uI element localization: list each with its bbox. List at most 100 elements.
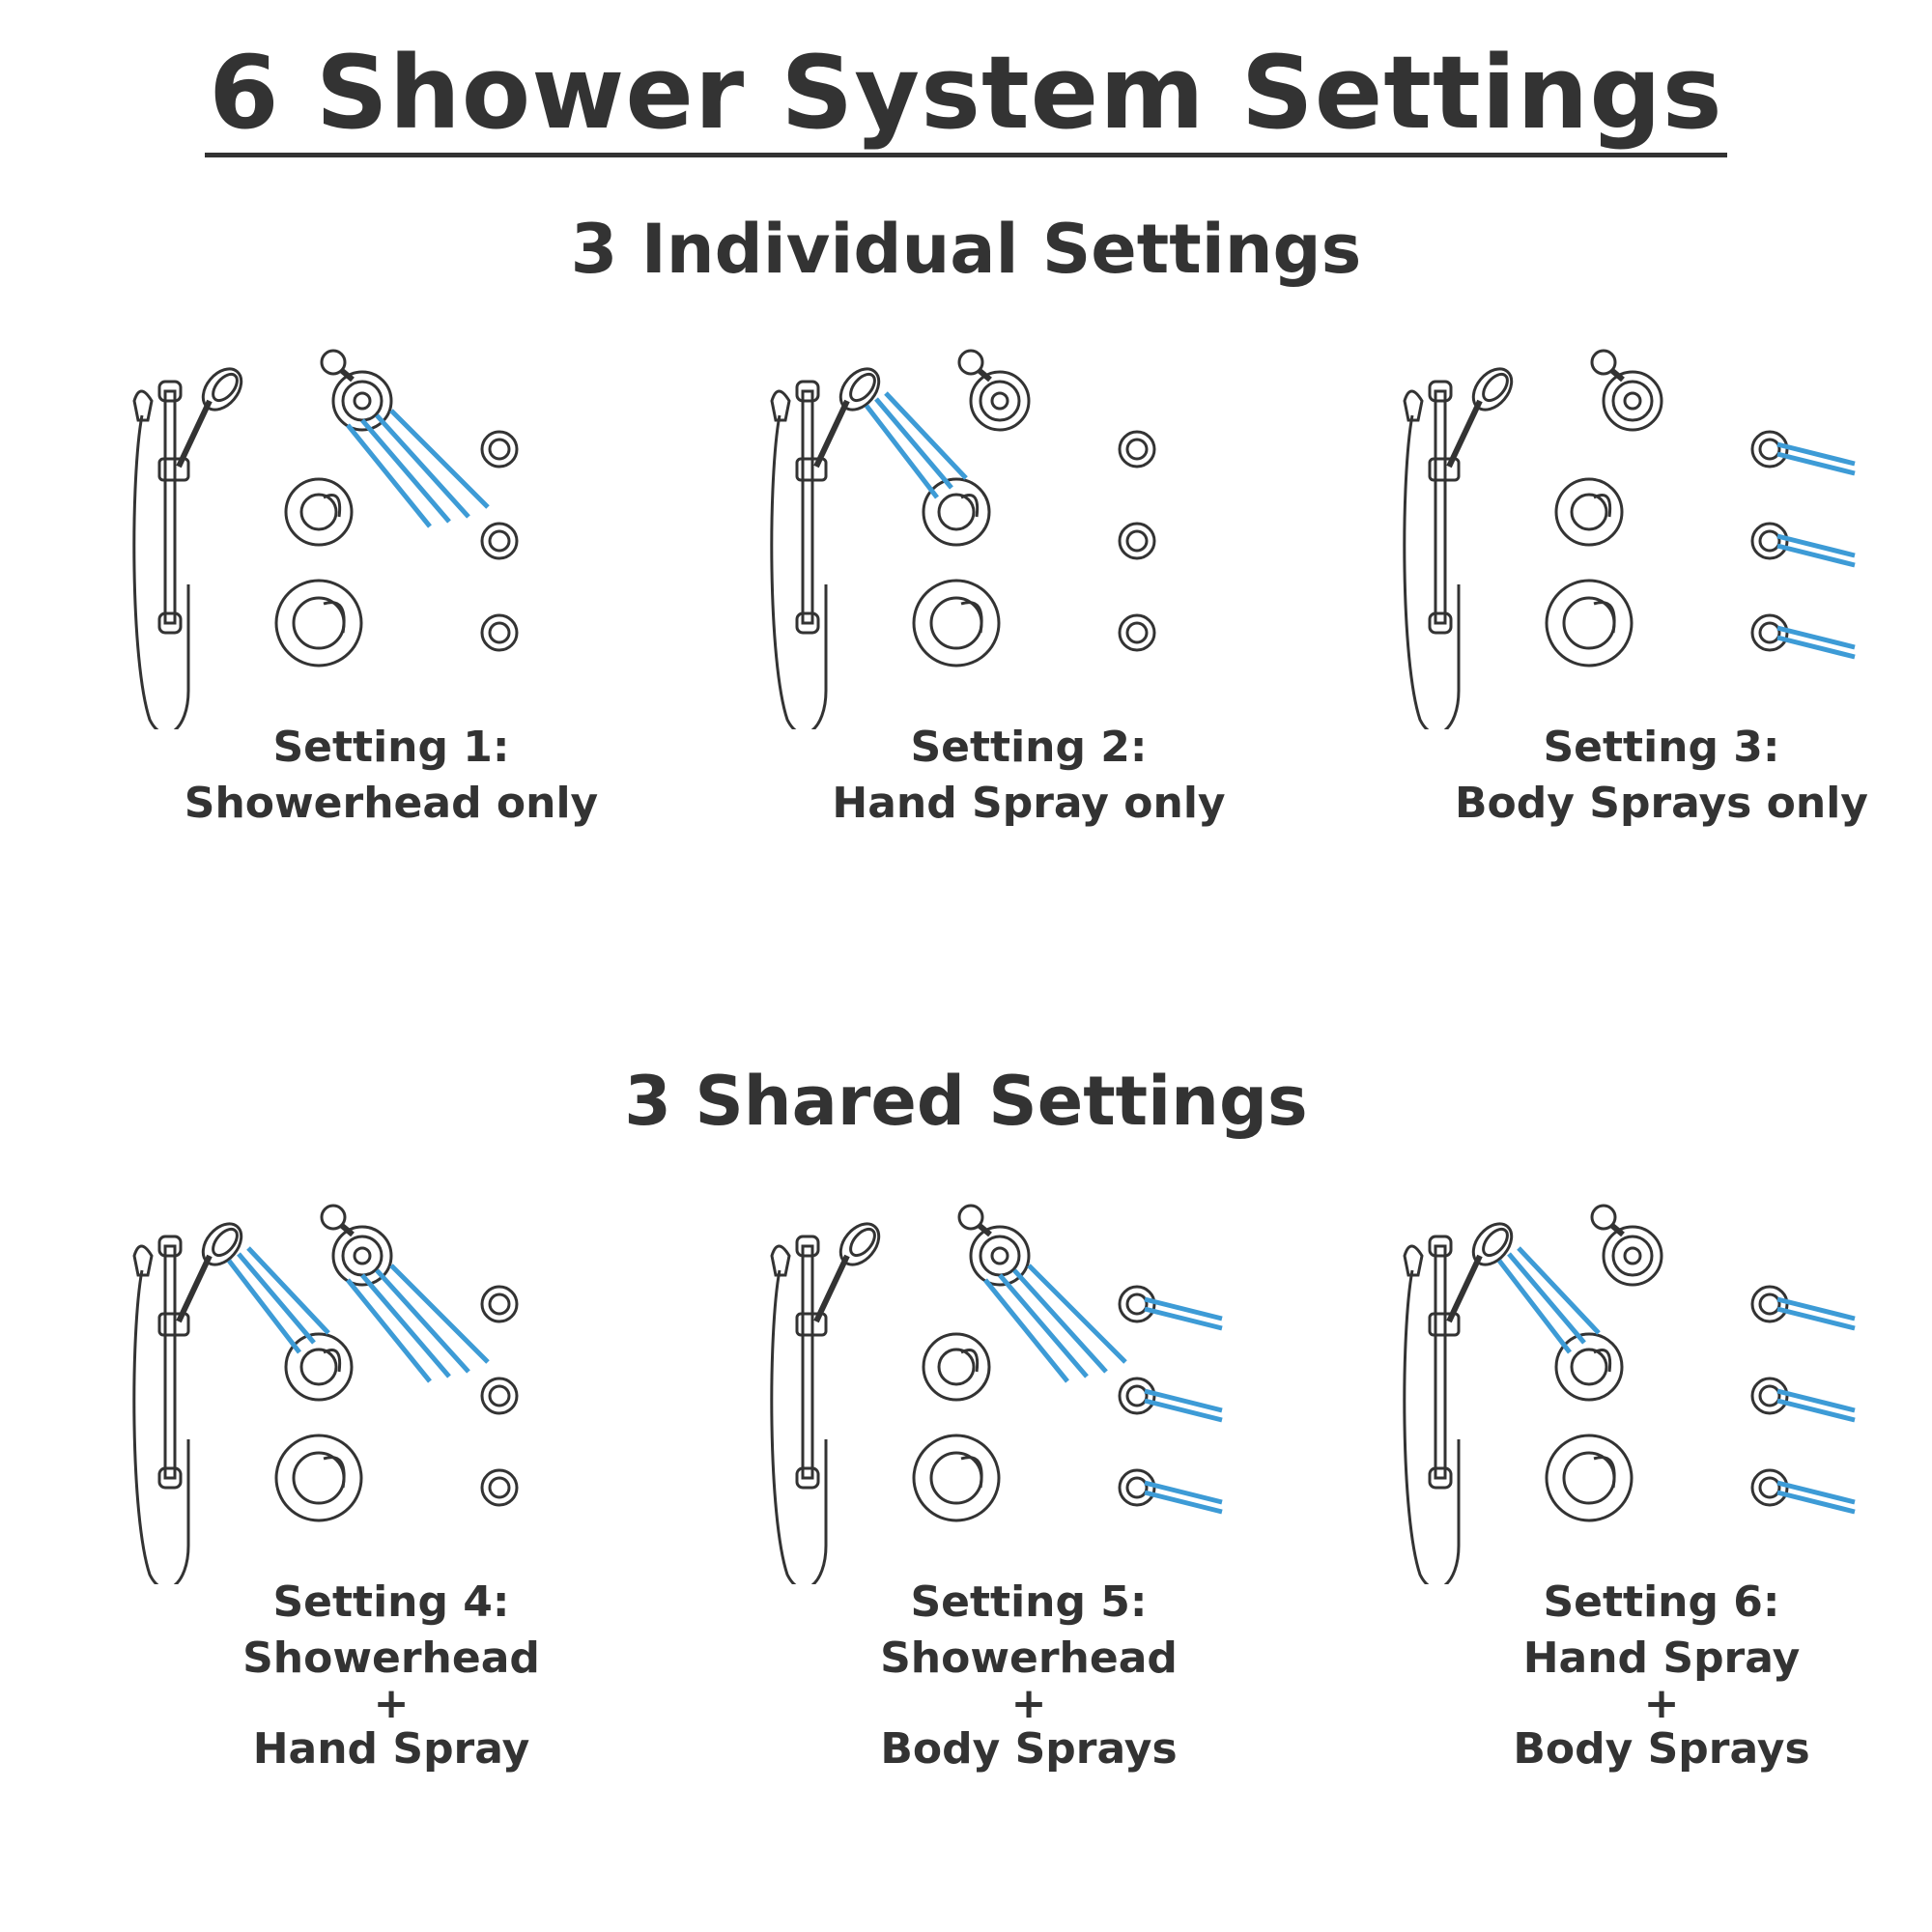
setting-label: Setting 6: [1543, 1577, 1780, 1627]
wall-elbow [770, 1244, 791, 1277]
shower-hose [1403, 1269, 1461, 1584]
setting-caption: Setting 6: Hand Spray + Body Sprays [1391, 1575, 1932, 1777]
setting-panel-3: Setting 3: Body Sprays only [1391, 343, 1932, 884]
shower-hose [770, 1269, 828, 1584]
body-spray-icon [1118, 613, 1156, 652]
showerhead-icon [957, 349, 1031, 432]
showerhead-water-jets [983, 1264, 1127, 1383]
body-spray-icon [1750, 1285, 1789, 1323]
wall-elbow [132, 389, 154, 422]
diverter-valve-icon [1554, 477, 1624, 547]
showerhead-water-jets [346, 1264, 490, 1383]
setting-caption: Setting 4: Showerhead + Hand Spray [121, 1575, 662, 1777]
setting-panel-5: Setting 5: Showerhead + Body Sprays [758, 1198, 1299, 1774]
setting-caption: Setting 3: Body Sprays only [1391, 720, 1932, 832]
setting-panel-1: Setting 1: Showerhead only [121, 343, 662, 884]
body-spray-icon [1750, 613, 1789, 652]
hand-spray-icon [1446, 1222, 1514, 1323]
setting-panel-4: Setting 4: Showerhead + Hand Spray [121, 1198, 662, 1774]
plus-sign: + [1643, 1679, 1680, 1728]
shower-hose [1403, 414, 1461, 729]
shower-system-illustration [1403, 1204, 1856, 1584]
showerhead-icon [1590, 349, 1663, 432]
diverter-valve-icon [1554, 1332, 1624, 1402]
showerhead-icon [957, 1204, 1031, 1287]
thermostatic-valve-icon [1545, 579, 1634, 668]
body-spray-icon [1750, 522, 1789, 560]
slide-bar [795, 380, 828, 635]
body-spray-icon [1750, 1468, 1789, 1507]
setting-description-line-1: Hand Spray [1522, 1634, 1801, 1683]
setting-panel-2: Setting 2: Hand Spray only [758, 343, 1299, 884]
body-spray-icon [480, 1377, 519, 1415]
setting-panel-6: Setting 6: Hand Spray + Body Sprays [1391, 1198, 1932, 1774]
diverter-valve-icon [284, 477, 354, 547]
hand-spray-icon [1446, 367, 1514, 469]
setting-description: Showerhead only [184, 779, 599, 828]
setting-description-line-2: Body Sprays [880, 1724, 1178, 1774]
wall-elbow [770, 389, 791, 422]
diverter-valve-icon [922, 1332, 991, 1402]
hand-spray-icon [813, 1222, 881, 1323]
thermostatic-valve-icon [274, 579, 363, 668]
hand-spray-water-jets [865, 391, 968, 499]
hand-spray-icon [813, 367, 881, 469]
body-spray-icon [1750, 430, 1789, 469]
showerhead-icon [1590, 1204, 1663, 1287]
hand-spray-water-jets [1497, 1246, 1601, 1354]
diverter-valve-icon [922, 477, 991, 547]
body-spray-water-jets [1776, 1296, 1856, 1515]
plus-sign: + [1010, 1679, 1047, 1728]
setting-label: Setting 4: [272, 1577, 510, 1627]
setting-label: Setting 2: [910, 723, 1148, 772]
hand-spray-water-jets [227, 1246, 330, 1354]
slide-bar [157, 380, 190, 635]
slide-bar [157, 1235, 190, 1490]
body-spray-water-jets [1776, 441, 1856, 660]
setting-description: Hand Spray only [832, 779, 1226, 828]
shower-system-illustration [770, 349, 1156, 729]
body-spray-icon [1750, 1377, 1789, 1415]
slide-bar [1428, 1235, 1461, 1490]
thermostatic-valve-icon [912, 579, 1001, 668]
plus-sign: + [373, 1679, 410, 1728]
shower-system-illustration [132, 349, 519, 729]
slide-bar [795, 1235, 828, 1490]
setting-description-line-1: Showerhead [880, 1634, 1178, 1683]
hand-spray-icon [176, 367, 243, 469]
body-spray-icon [480, 430, 519, 469]
body-spray-icon [480, 1468, 519, 1507]
setting-description-line-2: Hand Spray [252, 1724, 530, 1774]
shower-system-illustration [1403, 349, 1856, 729]
wall-elbow [132, 1244, 154, 1277]
thermostatic-valve-icon [912, 1434, 1001, 1522]
wall-elbow [1403, 389, 1424, 422]
hand-spray-icon [176, 1222, 243, 1323]
setting-description-line-2: Body Sprays [1513, 1724, 1810, 1774]
body-spray-icon [480, 1285, 519, 1323]
shower-system-illustration [770, 1204, 1223, 1584]
page-title: 6 Shower System Settings [0, 39, 1932, 157]
setting-caption: Setting 1: Showerhead only [121, 720, 662, 832]
body-spray-icon [1118, 522, 1156, 560]
shower-hose [132, 1269, 190, 1584]
body-spray-icon [480, 613, 519, 652]
page-title-text: 6 Shower System Settings [205, 39, 1727, 157]
body-spray-icon [1118, 1468, 1156, 1507]
setting-label: Setting 1: [272, 723, 510, 772]
shared-settings-heading: 3 Shared Settings [624, 1062, 1308, 1141]
body-spray-icon [1118, 430, 1156, 469]
shower-system-illustration [132, 1204, 519, 1584]
shower-hose [132, 414, 190, 729]
body-spray-icon [1118, 1285, 1156, 1323]
wall-elbow [1403, 1244, 1424, 1277]
body-spray-icon [480, 522, 519, 560]
showerhead-water-jets [346, 409, 490, 528]
shower-hose [770, 414, 828, 729]
thermostatic-valve-icon [274, 1434, 363, 1522]
setting-description: Body Sprays only [1455, 779, 1868, 828]
diverter-valve-icon [284, 1332, 354, 1402]
setting-caption: Setting 5: Showerhead + Body Sprays [758, 1575, 1299, 1777]
setting-label: Setting 5: [910, 1577, 1148, 1627]
setting-description-line-1: Showerhead [242, 1634, 540, 1683]
